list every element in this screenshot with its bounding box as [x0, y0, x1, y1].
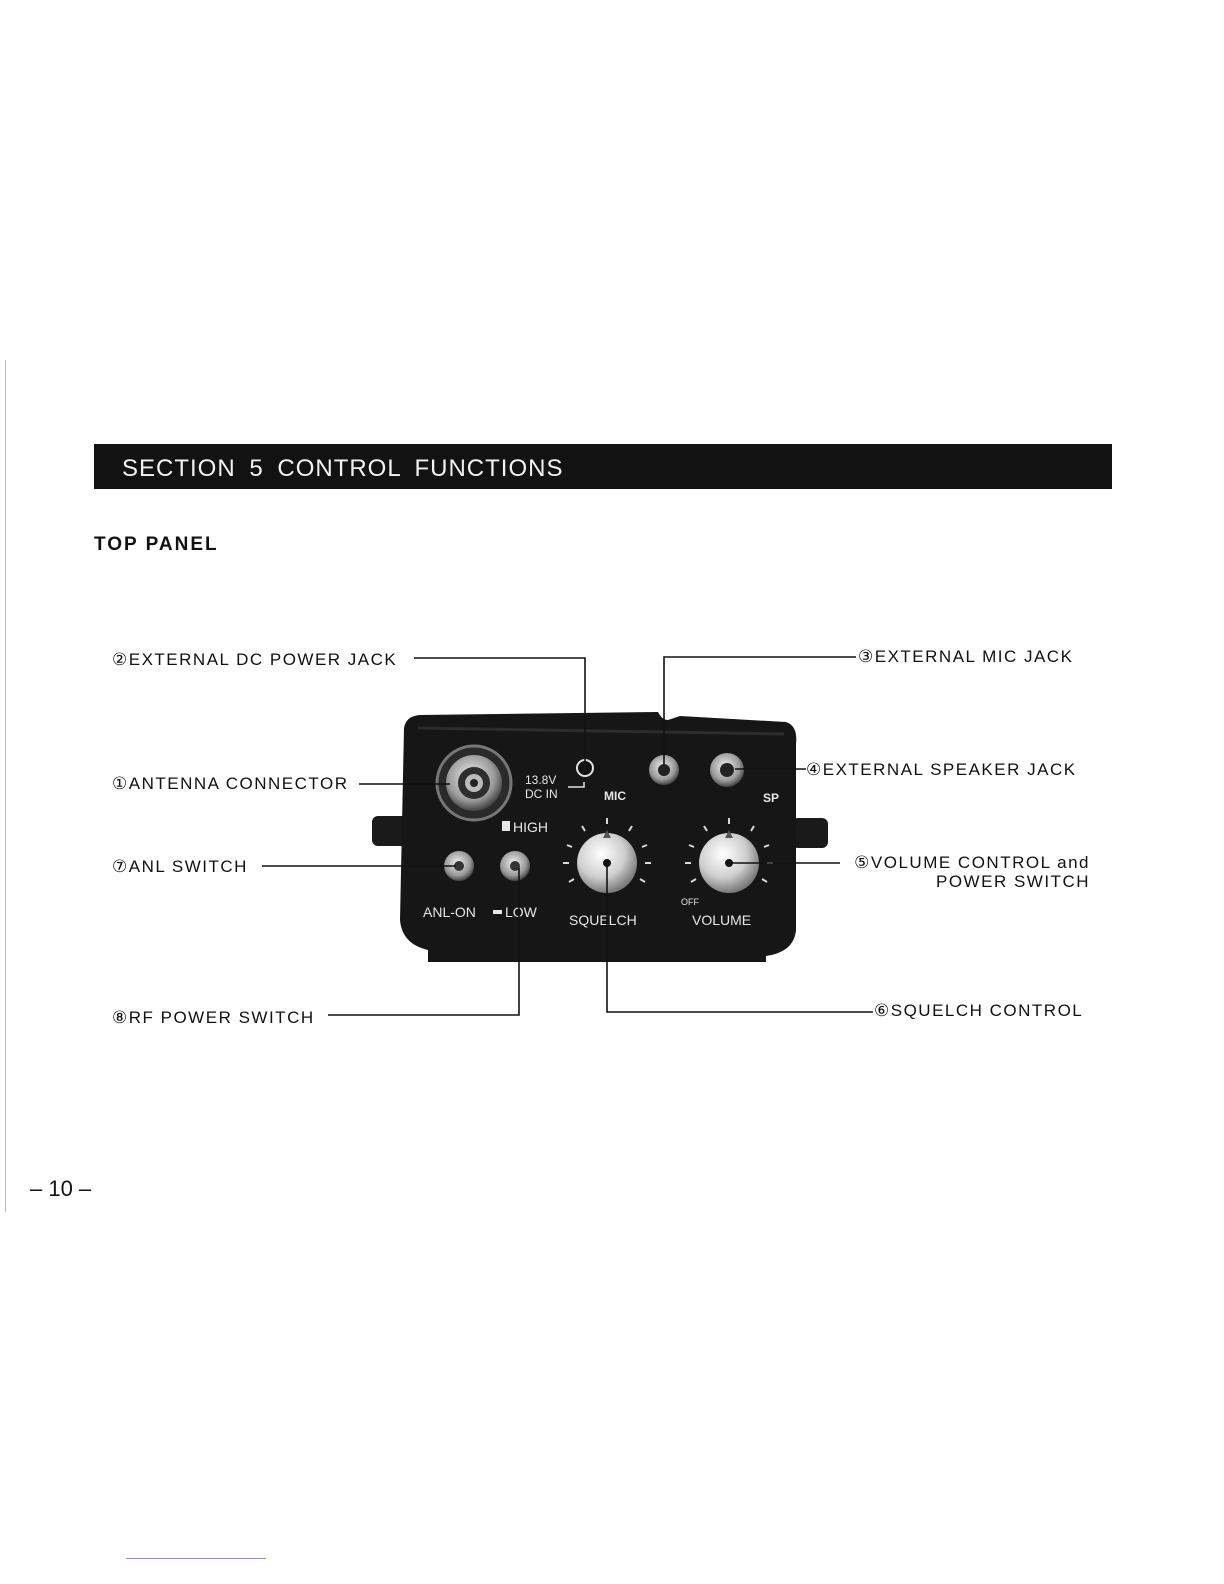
panel-label-squelch: SQUELCH [569, 912, 637, 928]
antenna-connector-icon [437, 746, 511, 820]
panel-label-volume: VOLUME [692, 912, 751, 928]
panel-label-sp: SP [763, 791, 779, 805]
panel-label-anl-on: ANL-ON [423, 904, 476, 920]
callout-external-mic-jack: ③EXTERNAL MIC JACK [858, 647, 1073, 667]
callout-antenna-connector: ①ANTENNA CONNECTOR [112, 774, 349, 794]
page-number: – 10 – [30, 1176, 91, 1202]
callout-external-speaker-jack: ④EXTERNAL SPEAKER JACK [806, 760, 1077, 780]
callout-volume-control-line1: ⑤VOLUME CONTROL and [854, 853, 1090, 873]
panel-label-dc-in: DC IN [525, 787, 558, 801]
panel-label-mic: MIC [604, 789, 626, 803]
speaker-jack-icon [710, 753, 744, 787]
high-indicator-icon [502, 821, 510, 831]
callout-anl-switch: ⑦ANL SWITCH [112, 857, 248, 877]
rf-power-switch-icon [500, 851, 530, 881]
callout-rf-power-switch: ⑧RF POWER SWITCH [112, 1008, 315, 1028]
anl-indicator-icon [493, 910, 502, 914]
callout-volume-control-line2: POWER SWITCH [936, 872, 1090, 892]
callout-external-dc-power-jack: ②EXTERNAL DC POWER JACK [112, 650, 397, 670]
panel-label-dc-voltage: 13.8V [525, 773, 556, 787]
callout-squelch-control: ⑥SQUELCH CONTROL [874, 1001, 1083, 1021]
panel-label-high: HIGH [513, 819, 548, 835]
panel-label-off: OFF [681, 897, 699, 907]
footer-rule [126, 1558, 266, 1559]
panel-label-low: LOW [505, 904, 538, 920]
